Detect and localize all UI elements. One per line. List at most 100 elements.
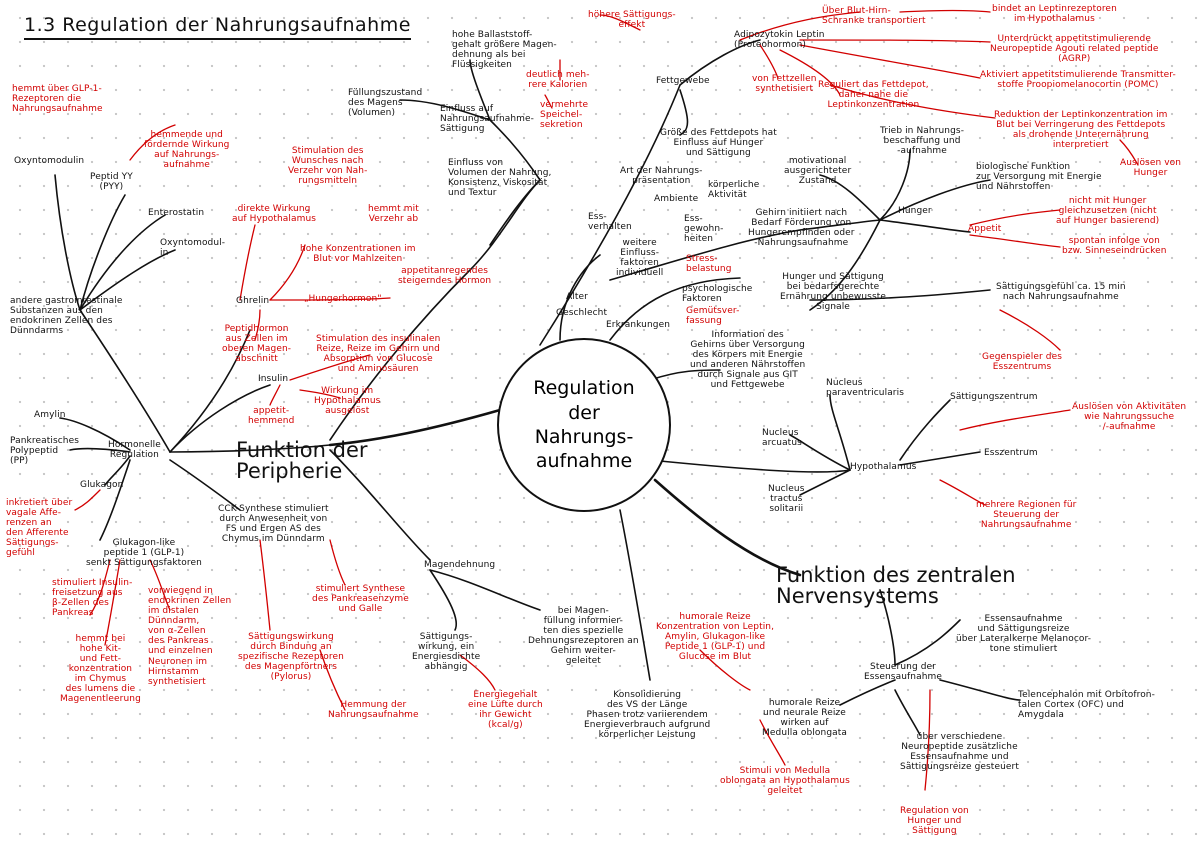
insulin-appetit-note: appetit- hemmend bbox=[248, 406, 295, 427]
stress-node: Stress- belastung bbox=[686, 254, 732, 275]
ghrelin-hemmt-note: hemmt mit Verzehr ab bbox=[368, 204, 419, 225]
leptin-bluthirn-note: Über Blut-Hirn- Schranke transportiert bbox=[822, 6, 926, 27]
art-praesentation-node: Art der Nahrungs- präsentation bbox=[620, 166, 703, 187]
cck-hemmung-note: Hemmung der Nahrungsaufnahme bbox=[328, 700, 419, 721]
ballast-node: hohe Ballaststoff- gehalt größere Magen-… bbox=[452, 30, 557, 71]
koerperliche-aktivitaet-node: körperliche Aktivität bbox=[708, 180, 760, 201]
hypothalamus-node: Hypothalamus bbox=[850, 462, 917, 472]
leptin-bindet-note: bindet an Leptinrezeptoren im Hypothalam… bbox=[992, 4, 1117, 25]
nucleus-tractus-node: Nucleus tractus solitarii bbox=[768, 484, 805, 515]
insulin-node: Insulin bbox=[258, 374, 289, 384]
glp1-node: Glukagon-like peptide 1 (GLP-1) senkt Sä… bbox=[86, 538, 202, 569]
magendehnung-node: Magendehnung bbox=[424, 560, 496, 570]
hunger-node: Hunger bbox=[898, 206, 932, 216]
oxyntomodulin-node: Oxyntomodulin bbox=[14, 156, 85, 166]
glp1-synthese-note: vorwiegend in endokrinen Zellen im dista… bbox=[148, 586, 232, 687]
ghrelin-peptid-note: Peptidhormon aus Zellen im oberen Magen-… bbox=[222, 324, 292, 365]
hormonelle-regulation-node: Hormonelle Regulation bbox=[108, 440, 161, 461]
magen-energie-note: Energiegehalt eine Lüfte durch ihr Gewic… bbox=[468, 690, 543, 731]
konsolidierung-node: Konsolidierung des VS der Länge Phasen t… bbox=[584, 690, 711, 741]
leptin-fettzellen-note: von Fettzellen synthetisiert bbox=[752, 74, 817, 95]
stimuli-medulla-note: Stimuli von Medulla oblongata an Hypotha… bbox=[720, 766, 850, 797]
pp-node: Pankreatisches Polypeptid (PP) bbox=[10, 436, 80, 467]
glp1-magen-note: hemmt bei hohe Kit- und Fett- konzentrat… bbox=[60, 634, 141, 705]
ghrelin-direkte-note: direkte Wirkung auf Hypothalamus bbox=[232, 204, 317, 225]
ghrelin-appetit-note: appetitanregendes steigerndes Hormon bbox=[398, 266, 492, 287]
cck-node: CCK-Synthese stimuliert durch Anwesenhei… bbox=[218, 504, 329, 545]
cck-saettigung-note: Sättigungswirkung durch Bindung an spezi… bbox=[238, 632, 344, 683]
weitere-faktoren-node: weitere Einfluss- faktoren individuell bbox=[616, 238, 664, 279]
ambiente-node: Ambiente bbox=[654, 194, 699, 204]
gehirn-initiiert-node: Gehirn initiiert nach Bedarf Förderung v… bbox=[748, 208, 855, 249]
saettigungszentrum-node: Sättigungszentrum bbox=[950, 392, 1038, 402]
magen-saettigung-node: Sättigungs- wirkung, ein Energiesdichte … bbox=[412, 632, 481, 673]
psych-faktoren-node: psychologische Faktoren bbox=[682, 284, 753, 305]
steuerung-essensaufnahme-node: Steuerung der Essensaufnahme bbox=[864, 662, 943, 683]
center-topic: Regulation der Nahrungs- aufnahme bbox=[497, 338, 671, 512]
hunger-bio-node: biologische Funktion zur Versorgung mit … bbox=[976, 162, 1102, 193]
ghrelin-konz-note: hohe Konzentrationen im Blut vor Mahlzei… bbox=[300, 244, 416, 265]
pyy-node: Peptid YY (PYY) bbox=[90, 172, 133, 193]
oxyntomodulin2-node: Oxyntomodul- in bbox=[160, 238, 226, 259]
esszentrum-node: Esszentrum bbox=[984, 448, 1038, 458]
ghrelin-stimulation-note: Stimulation des Wunsches nach Verzehr vo… bbox=[288, 146, 368, 187]
fuellungszustand-node: Füllungszustand des Magens (Volumen) bbox=[348, 88, 423, 119]
leptin-node: Adipozytokin Leptin (Proteohormon) bbox=[734, 30, 825, 51]
nucleus-paraventricularis-node: Nucleus paraventricularis bbox=[826, 378, 904, 399]
alter-node: Alter bbox=[566, 292, 588, 302]
ghrelin-hunger-note: „Hungerhormon" bbox=[304, 294, 382, 304]
saettigungsgefuehl-node: Sättigungsgefühl ca. 15 min nach Nahrung… bbox=[996, 282, 1126, 303]
leptin-pomc-note: Aktiviert appetitstimulierende Transmitt… bbox=[980, 70, 1176, 91]
leptin-hunger-note: Auslösen von Hunger bbox=[1120, 158, 1182, 179]
andere-gi-substanzen: andere gastrointestinale Substanzen aus … bbox=[10, 296, 123, 337]
regulation-hunger-note: Regulation von Hunger und Sättigung bbox=[900, 806, 969, 837]
erkrankungen-node: Erkrankungen bbox=[606, 320, 671, 330]
leptin-agrp-note: Unterdrückt appetitstimulierende Neurope… bbox=[990, 34, 1159, 65]
einfluss-volumen-node: Einfluss von Volumen der Nahrung, Konsis… bbox=[448, 158, 552, 199]
telencephalon-node: Telencephalon mit Orbitofron- talen Cort… bbox=[1018, 690, 1155, 721]
neuropeptide-node: über verschiedene Neuropeptide zusätzlic… bbox=[900, 732, 1019, 773]
essverhalten-node: Ess- verhalten bbox=[588, 212, 632, 233]
leptin-reguliert-note: Reguliert das Fettdepot, daher nahe die … bbox=[818, 80, 929, 111]
gegenspieler-note: Gegenspieler des Esszentrums bbox=[982, 352, 1063, 373]
branch-peripherie: Funktion der Peripherie bbox=[236, 438, 368, 483]
hunger-saettigung-node: Hunger und Sättigung bei bedarfsgerechte… bbox=[780, 272, 887, 313]
glukagon-node: Glukagon bbox=[80, 480, 124, 490]
branch-zns: Funktion des zentralen Nervensystems bbox=[776, 563, 1016, 608]
appetit-spontan-note: spontan infolge von bzw. Sinneseindrücke… bbox=[1062, 236, 1167, 257]
einfluss-saettigung-node: Einfluss auf Nahrungsaufnahme- Sättigung bbox=[440, 104, 535, 135]
insulin-wirkung-note: Wirkung im Hypothalamus ausgelöst bbox=[314, 386, 381, 417]
saettigung-effekt-note: höhere Sättigungs- effekt bbox=[588, 10, 676, 31]
hypothalamus-regionen-note: mehrere Regionen für Steuerung der Nahru… bbox=[976, 500, 1077, 531]
magen-info-node: bei Magen- füllung informier- ten dies s… bbox=[528, 606, 639, 667]
essgewohnheiten-node: Ess- gewohn- heiten bbox=[684, 214, 724, 245]
humorale-reize-note: humorale Reize Konzentration von Leptin,… bbox=[656, 612, 775, 663]
glp1-insulin-note: stimuliert Insulin- freisetzung aus β-Ze… bbox=[52, 578, 133, 619]
nucleus-arcuatus-node: Nucleus arcuatus bbox=[762, 428, 802, 449]
humorale-neurale-node: humorale Reize und neurale Reize wirken … bbox=[762, 698, 847, 739]
cck-pankreas-note: stimuliert Synthese des Pankreasenzyme u… bbox=[312, 584, 409, 615]
essens-saettigungsreize-node: Essensaufnahme und Sättigungsreize über … bbox=[956, 614, 1092, 655]
fettgewebe-node: Fettgewebe bbox=[656, 76, 710, 86]
gemuetsverfassung-node: Gemütsver- fassung bbox=[686, 306, 740, 327]
hunger-motivational-node: motivational ausgerichteter Zustand bbox=[784, 156, 852, 187]
esszentrum-ausloesen-note: Auslösen von Aktivitäten wie Nahrungssuc… bbox=[1072, 402, 1187, 433]
pyy-note: hemmende und fördernde Wirkung auf Nahru… bbox=[144, 130, 230, 171]
appetit-node: Appetit bbox=[968, 224, 1002, 234]
insulin-stim-note: Stimulation des insulinalen Reize, Reize… bbox=[316, 334, 441, 375]
page-title: 1.3 Regulation der Nahrungsaufnahme bbox=[24, 14, 411, 40]
leptin-reduktion-note: Reduktion der Leptinkonzentration im Blu… bbox=[994, 110, 1168, 151]
fettdepot-node: Größe des Fettdepots hat Einfluss auf Hu… bbox=[660, 128, 777, 159]
amylin-node: Amylin bbox=[34, 410, 66, 420]
enterostatin-node: Enterostatin bbox=[148, 208, 205, 218]
appetit-nicht-note: nicht mit Hunger gleichzusetzen (nicht a… bbox=[1056, 196, 1160, 227]
speichel-note: vermehrte Speichel- sekretion bbox=[540, 100, 589, 131]
glukagon-note: inkretiert über vagale Affe- renzen an d… bbox=[6, 498, 73, 559]
geschlecht-node: Geschlecht bbox=[556, 308, 608, 318]
kalorien-note: deutlich meh- rere Kalorien bbox=[526, 70, 590, 91]
hunger-trieb-node: Trieb in Nahrungs- beschaffung und -aufn… bbox=[880, 126, 965, 157]
glp1-hemmt-note: hemmt über GLP-1- Rezeptoren die Nahrung… bbox=[12, 84, 103, 115]
gehirn-info-node: Information des Gehirns über Versorgung … bbox=[690, 330, 806, 391]
ghrelin-node: Ghrelin bbox=[236, 296, 270, 306]
